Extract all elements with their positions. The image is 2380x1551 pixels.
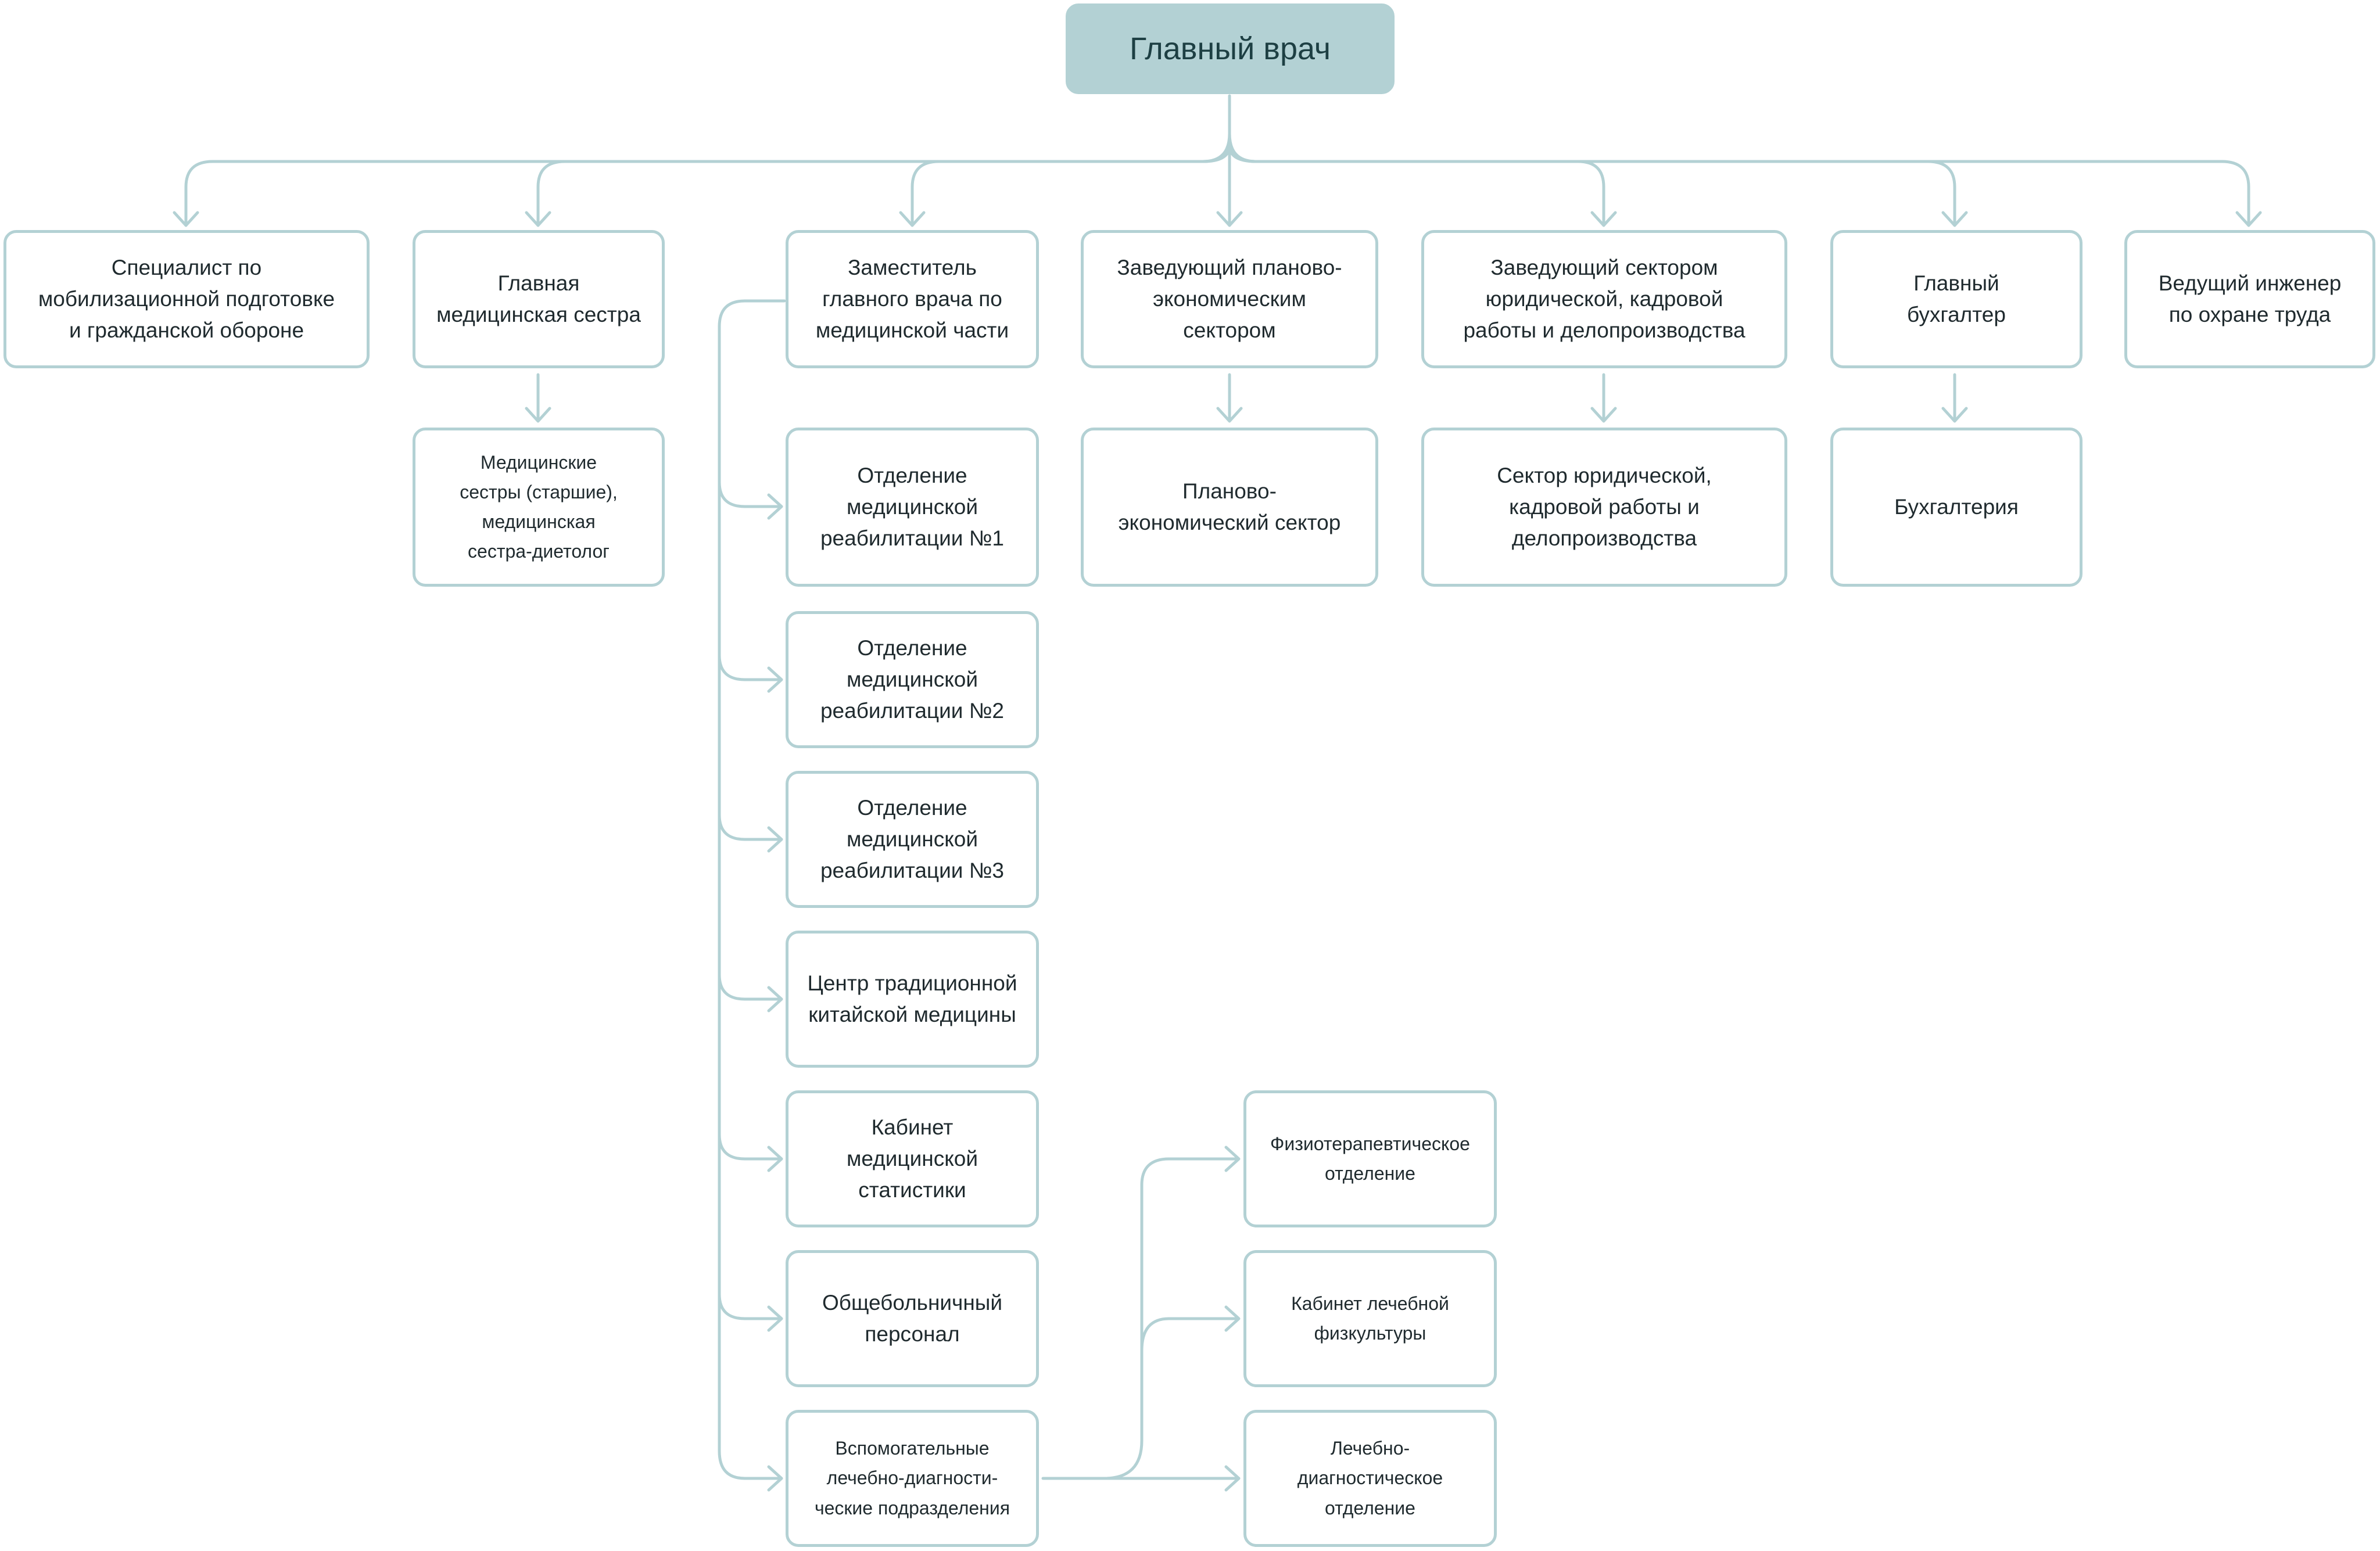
branch-legal [1228, 132, 1605, 227]
planning-head-node: Заведующий планово- экономическим сектор… [1081, 230, 1378, 368]
link-legal-sector [1590, 373, 1617, 423]
deputy-spine [718, 299, 786, 1453]
link-nurses [525, 373, 551, 423]
rehab-dept-2-node: Отделение медицинской реабилитации №2 [786, 611, 1039, 748]
physiotherapy-dept-node: Физиотерапевтическое отделение [1243, 1090, 1497, 1227]
legal-sector-node: Сектор юридической, кадровой работы и де… [1421, 428, 1787, 587]
auxiliary-units-node: Вспомогательные лечебно-диагности- чески… [786, 1410, 1039, 1547]
tcm-center-node: Центр традиционной китайской медицины [786, 931, 1039, 1068]
rehab-dept-3-node: Отделение медицинской реабилитации №3 [786, 771, 1039, 908]
deputy-medical-node: Заместитель главного врача по медицинско… [786, 230, 1039, 368]
legal-head-node: Заведующий сектором юридической, кадрово… [1421, 230, 1787, 368]
link-accounting [1941, 373, 1968, 423]
nurses-node: Медицинские сестры (старшие), медицинска… [413, 428, 665, 587]
general-staff-node: Общебольничный персонал [786, 1250, 1039, 1387]
rehab-dept-1-node: Отделение медицинской реабилитации №1 [786, 428, 1039, 587]
branch-safety [1228, 143, 2250, 227]
diagnostic-dept-node: Лечебно- диагностическое отделение [1243, 1410, 1497, 1547]
link-planning-sector [1216, 373, 1243, 423]
head-nurse-node: Главная медицинская сестра [413, 230, 665, 368]
chief-accountant-node: Главный бухгалтер [1830, 230, 2082, 368]
branch-mobilization [184, 132, 1231, 227]
branch-head-nurse [536, 138, 1231, 227]
chief-physician-node: Главный врач [1066, 3, 1395, 94]
accounting-node: Бухгалтерия [1830, 428, 2082, 587]
safety-engineer-node: Ведущий инженер по охране труда [2124, 230, 2375, 368]
planning-sector-node: Планово- экономический сектор [1081, 428, 1378, 587]
statistics-office-node: Кабинет медицинской статистики [786, 1090, 1039, 1227]
mobilization-specialist-node: Специалист по мобилизационной подготовке… [3, 230, 370, 368]
exercise-therapy-office-node: Кабинет лечебной физкультуры [1243, 1250, 1497, 1387]
branch-deputy [911, 143, 1231, 227]
